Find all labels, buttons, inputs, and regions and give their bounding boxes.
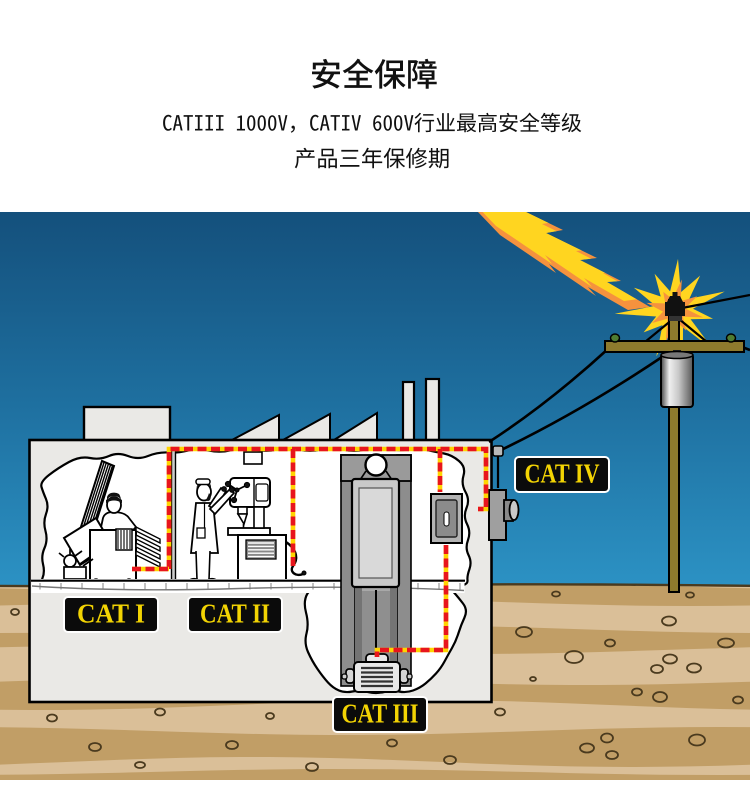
- svg-text:CAT IV: CAT IV: [525, 459, 600, 489]
- svg-text:CAT III: CAT III: [342, 699, 419, 729]
- svg-text:CAT II: CAT II: [200, 599, 270, 629]
- svg-text:CAT I: CAT I: [77, 599, 145, 629]
